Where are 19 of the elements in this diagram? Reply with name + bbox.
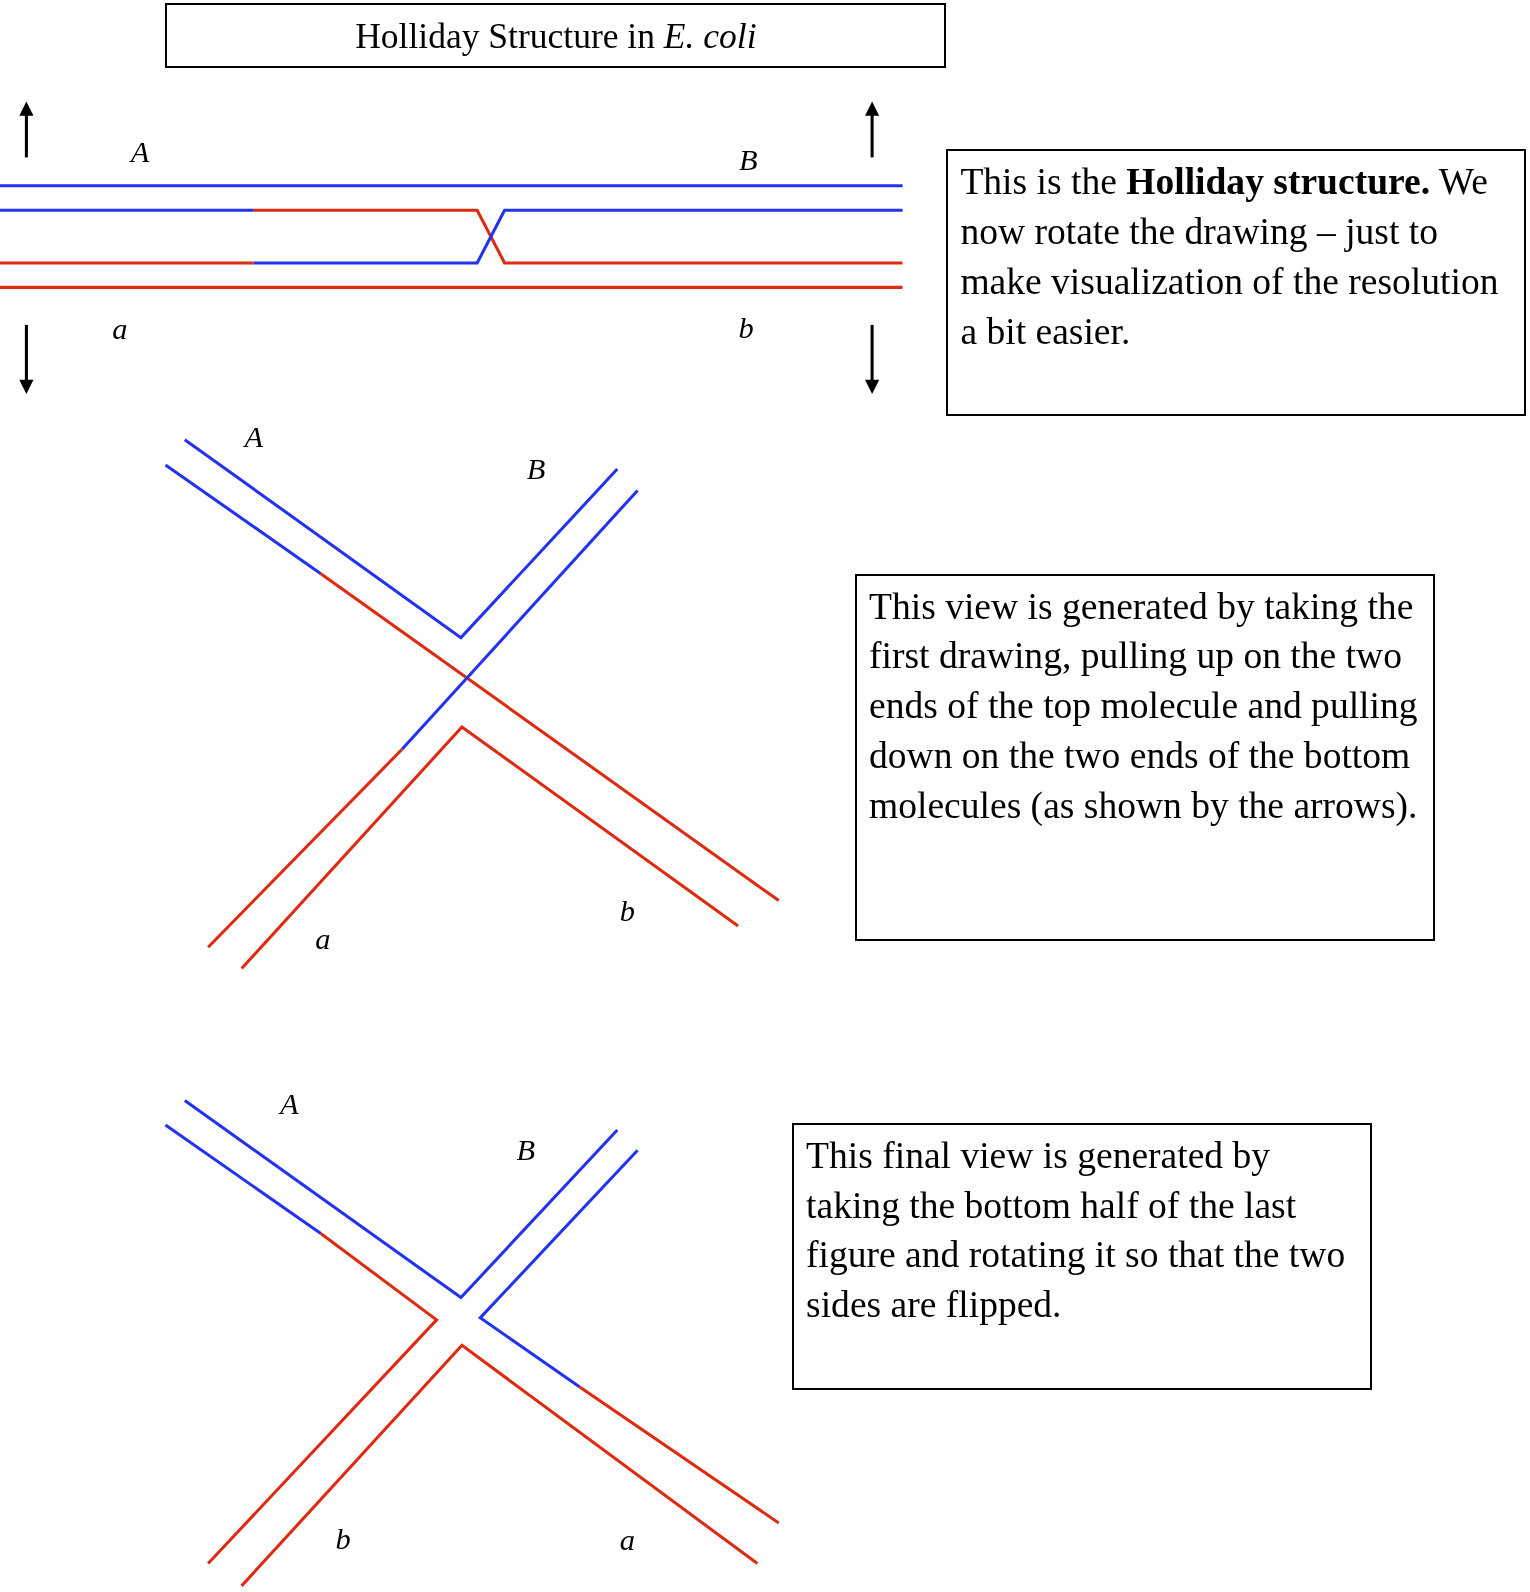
note-text: This final view is generated by taking the bottom half of the last figure and rotating it so that the two sides are flipped. bbox=[806, 1134, 1346, 1326]
strand-end-label: b bbox=[619, 895, 636, 926]
strand-end-label: B bbox=[738, 145, 758, 176]
note-text: This is the Holliday structure. We now rotate the drawing – just to make visualization of the resolution a bit easier. bbox=[960, 161, 1499, 352]
strand-end-label: B bbox=[526, 453, 546, 485]
strand-end-label: a bbox=[619, 1524, 636, 1556]
strand-end-label: b bbox=[335, 1523, 351, 1555]
note-box bbox=[791, 1122, 1372, 1390]
strand-end-label: b bbox=[738, 312, 754, 344]
strand-end-label: A bbox=[244, 421, 264, 452]
strand-end-label: a bbox=[315, 923, 331, 955]
strand-end-label: A bbox=[130, 137, 150, 168]
strand-end-label: B bbox=[516, 1135, 536, 1166]
note-box bbox=[854, 573, 1435, 942]
strand-end-label: A bbox=[280, 1088, 299, 1119]
note-box bbox=[946, 149, 1526, 417]
note-text: This view is generated by taking the first drawing, pulling up on the two ends of the top molecule and pulling down on the two ends of the bottom molecules (as shown by the arrows). bbox=[869, 585, 1418, 826]
title: Holliday Structure in E. coli bbox=[355, 14, 757, 57]
strand-end-label: a bbox=[112, 313, 128, 345]
